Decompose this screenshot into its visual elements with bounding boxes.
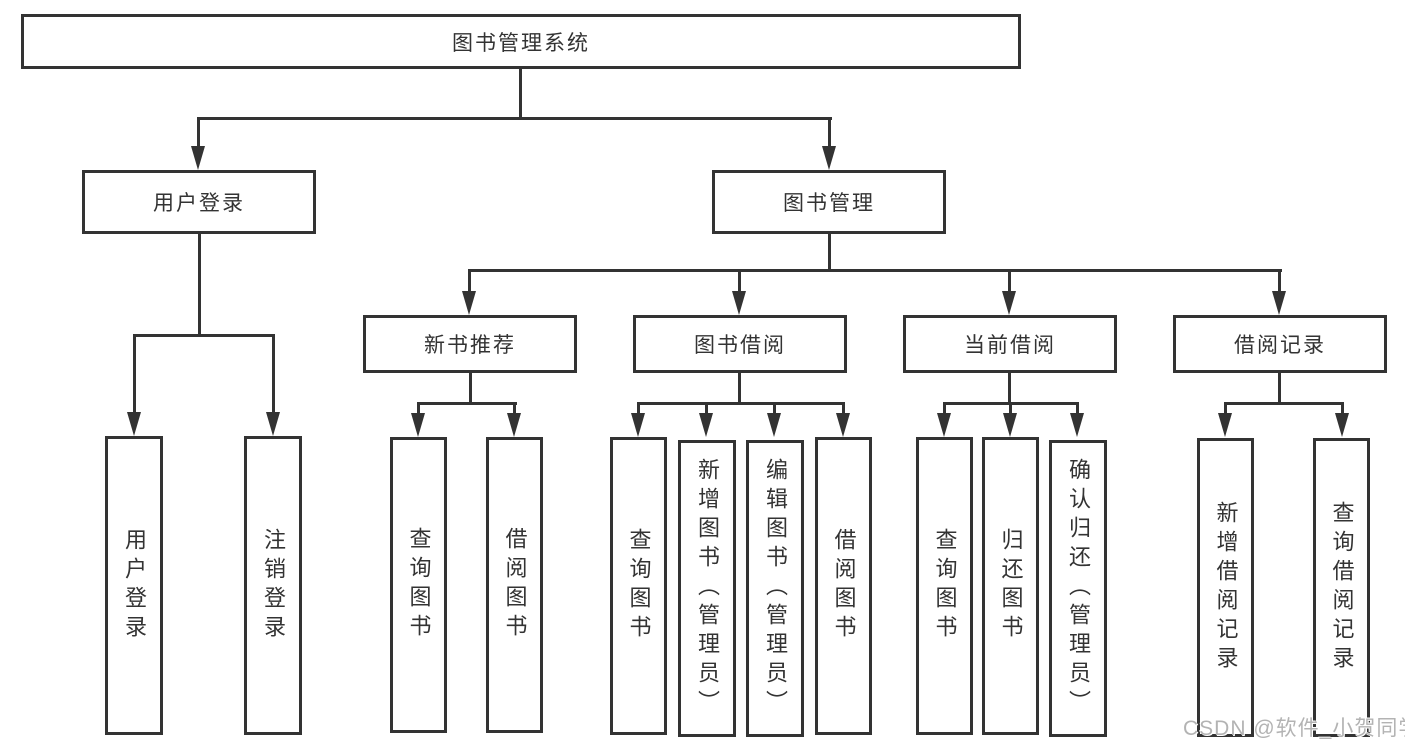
connector-line <box>1341 404 1344 416</box>
connector-line <box>272 336 275 414</box>
arrow-down-icon <box>1272 291 1286 315</box>
leaf-query-books-current: 查询图书 <box>916 437 973 735</box>
connector-line <box>828 119 831 149</box>
leaf-return-books-label: 归还图书 <box>998 528 1024 644</box>
connector-line <box>469 372 472 405</box>
connector-line <box>1224 404 1227 416</box>
arrow-down-icon <box>699 413 713 437</box>
connector-line <box>1278 372 1281 405</box>
connector-line <box>842 404 845 416</box>
node-book-borrowing: 图书借阅 <box>633 315 847 373</box>
leaf-query-books-recommend: 查询图书 <box>390 437 447 733</box>
connector-line <box>197 117 832 120</box>
leaf-add-book-admin: 新增图书（管理员） <box>678 440 736 737</box>
arrow-down-icon <box>191 146 205 170</box>
arrow-down-icon <box>462 291 476 315</box>
node-new-book-recommend: 新书推荐 <box>363 315 577 373</box>
arrow-down-icon <box>631 413 645 437</box>
leaf-query-books-recommend-label: 查询图书 <box>406 527 432 643</box>
connector-line <box>417 404 420 416</box>
node-user-login: 用户登录 <box>82 170 316 234</box>
leaf-query-books-borrow-label: 查询图书 <box>626 528 652 644</box>
leaf-query-borrow-record: 查询借阅记录 <box>1313 438 1370 737</box>
leaf-borrow-books-label: 借阅图书 <box>831 528 857 644</box>
arrow-down-icon <box>411 413 425 437</box>
connector-line <box>1224 402 1344 405</box>
connector-line <box>197 119 200 149</box>
connector-line <box>738 271 741 295</box>
leaf-edit-book-admin: 编辑图书（管理员） <box>746 440 804 737</box>
connector-line <box>738 372 741 405</box>
arrow-down-icon <box>1070 413 1084 437</box>
arrow-down-icon <box>1002 291 1016 315</box>
connector-line <box>417 402 517 405</box>
arrow-down-icon <box>732 291 746 315</box>
arrow-down-icon <box>767 413 781 437</box>
connector-line <box>943 402 1079 405</box>
connector-line <box>198 233 201 336</box>
arrow-down-icon <box>836 413 850 437</box>
leaf-add-borrow-record-label: 新增借阅记录 <box>1213 500 1239 675</box>
node-book-management: 图书管理 <box>712 170 946 234</box>
connector-line <box>468 269 1282 272</box>
arrow-down-icon <box>266 412 280 436</box>
connector-line <box>1278 271 1281 295</box>
leaf-edit-book-admin-label: 编辑图书（管理员） <box>763 458 788 719</box>
node-book-management-label: 图书管理 <box>783 192 875 215</box>
leaf-user-login: 用户登录 <box>105 436 163 735</box>
leaf-confirm-return-admin-label: 确认归还（管理员） <box>1066 458 1091 719</box>
connector-line <box>133 336 136 414</box>
connector-line <box>773 404 776 416</box>
connector-line <box>637 404 640 416</box>
arrow-down-icon <box>1218 413 1232 437</box>
connector-line <box>1076 404 1079 416</box>
node-borrow-records-label: 借阅记录 <box>1234 334 1326 357</box>
leaf-query-books-borrow: 查询图书 <box>610 437 667 735</box>
connector-line <box>519 69 522 119</box>
leaf-query-books-current-label: 查询图书 <box>932 528 958 644</box>
leaf-user-login-label: 用户登录 <box>122 527 147 644</box>
arrow-down-icon <box>507 413 521 437</box>
leaf-query-borrow-record-label: 查询借阅记录 <box>1329 500 1355 675</box>
connector-line <box>828 233 831 272</box>
arrow-down-icon <box>937 413 951 437</box>
node-book-borrowing-label: 图书借阅 <box>694 334 786 357</box>
node-current-borrowing: 当前借阅 <box>903 315 1117 373</box>
leaf-return-books: 归还图书 <box>982 437 1039 735</box>
leaf-logout-label: 注销登录 <box>261 527 286 644</box>
leaf-borrow-books-recommend-label: 借阅图书 <box>502 527 528 643</box>
connector-line <box>133 334 275 337</box>
leaf-add-borrow-record: 新增借阅记录 <box>1197 438 1254 737</box>
arrow-down-icon <box>1003 413 1017 437</box>
arrow-down-icon <box>127 412 141 436</box>
node-library-system: 图书管理系统 <box>21 14 1021 69</box>
node-library-system-label: 图书管理系统 <box>452 31 590 55</box>
arrow-down-icon <box>822 146 836 170</box>
leaf-confirm-return-admin: 确认归还（管理员） <box>1049 440 1107 737</box>
connector-line <box>637 402 845 405</box>
node-borrow-records: 借阅记录 <box>1173 315 1387 373</box>
connector-line <box>1008 271 1011 295</box>
leaf-logout: 注销登录 <box>244 436 302 735</box>
arrow-down-icon <box>1335 413 1349 437</box>
leaf-borrow-books-recommend: 借阅图书 <box>486 437 543 733</box>
node-user-login-label: 用户登录 <box>153 192 245 215</box>
connector-line <box>468 271 471 295</box>
connector-line <box>513 404 516 416</box>
leaf-add-book-admin-label: 新增图书（管理员） <box>695 458 720 719</box>
node-current-borrowing-label: 当前借阅 <box>964 334 1056 357</box>
node-new-book-recommend-label: 新书推荐 <box>424 334 516 357</box>
connector-line <box>943 404 946 416</box>
leaf-borrow-books: 借阅图书 <box>815 437 872 735</box>
csdn-watermark: CSDN @软件_小贺同学 <box>1183 717 1405 740</box>
connector-line <box>705 404 708 416</box>
connector-line <box>1008 372 1011 405</box>
connector-line <box>1009 404 1012 416</box>
